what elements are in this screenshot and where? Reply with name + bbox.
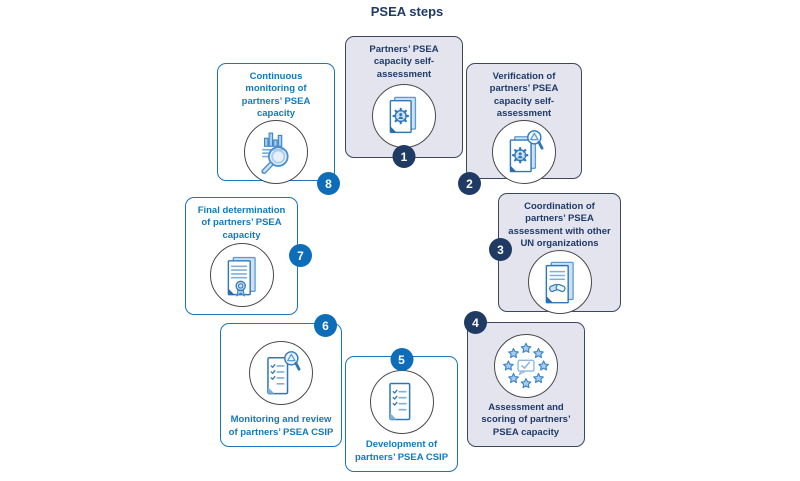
step-4-number-badge: 4 [464,311,487,334]
step-1-number-badge: 1 [392,145,416,168]
step-card-1: Partners’ PSEA capacity self-assessment … [345,36,463,168]
handshake-document-icon [527,250,592,315]
step-card-6: Monitoring and review of partners’ PSEA … [220,314,342,447]
step-2-label: Verification of partners’ PSEA capacity … [489,71,559,120]
step-6-number-badge: 6 [314,314,337,337]
step-2-number-badge: 2 [458,172,481,195]
step-3-number-badge: 3 [489,238,512,261]
certificate-icon [209,242,274,307]
self-assessment-document-icon [372,83,436,148]
step-8-label: Continuous monitoring of partners’ PSEA … [241,71,311,120]
step-card-3: Coordination of partners’ PSEA assessmen… [489,193,621,315]
step-card-7: Final determination of partners’ PSEA ca… [185,197,312,315]
page-title: PSEA steps [370,4,444,19]
chart-magnifier-icon [244,120,308,185]
step-7-label: Final determination of partners’ PSEA ca… [197,205,286,241]
stars-scoring-icon [494,333,558,398]
checklist-clipboard-icon [369,369,434,434]
step-8-number-badge: 8 [317,172,340,195]
verification-magnifier-document-icon [492,120,556,185]
step-card-5: Development of partners’ PSEA CSIP 5 [345,348,458,472]
step-7-number-badge: 7 [289,244,312,267]
step-card-2: Verification of partners’ PSEA capacity … [458,63,582,195]
step-4-label: Assessment and scoring of partners’ PSEA… [481,401,571,438]
step-1-label: Partners’ PSEA capacity self-assessment [369,44,439,80]
step-card-4: Assessment and scoring of partners’ PSEA… [464,311,585,447]
step-5-number-badge: 5 [390,348,413,371]
step-card-8: Continuous monitoring of partners’ PSEA … [217,63,340,195]
step-5-label: Development of partners’ PSEA CSIP [354,439,449,463]
step-3-label: Coordination of partners’ PSEA assessmen… [508,201,611,250]
step-6-label: Monitoring and review of partners’ PSEA … [228,414,334,438]
checklist-magnifier-icon [249,340,313,405]
